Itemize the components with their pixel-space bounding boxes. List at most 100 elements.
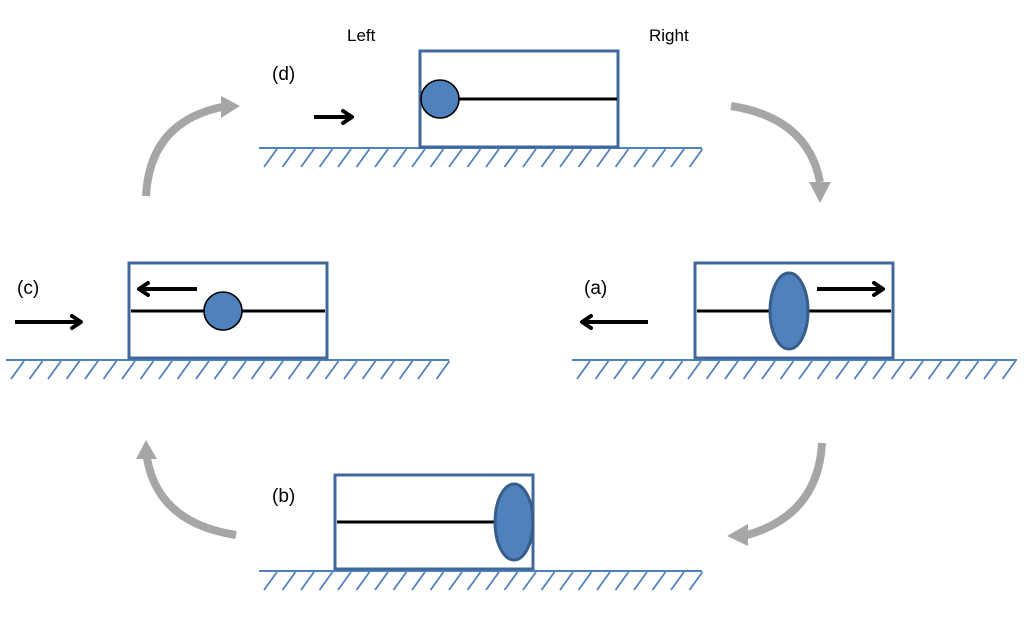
ground-a [572,359,1017,380]
ground-hatch-mark [250,360,266,380]
ground-hatch-mark [176,360,192,380]
ground-hatch-mark [522,571,537,591]
ground-hatch-mark [559,148,574,168]
box-motion-arrow-right-c [15,314,83,330]
ground-hatch-mark [522,148,537,168]
ground-hatch-mark [670,148,685,168]
ground-hatch-mark [503,148,519,168]
mass-circle-d [420,79,460,119]
ground-hatch-mark [835,360,850,380]
ground-hatch-mark [909,360,924,380]
ground-hatch-mark [269,360,284,380]
mass-motion-arrow-right-a [817,281,885,297]
box-motion-arrow-left-a [580,314,648,330]
cycle-arrow-c-to-d [142,96,240,197]
ground-hatch-mark [964,360,980,380]
ground-hatch-mark [337,571,352,591]
ground-hatch-mark [232,360,247,380]
ground-hatch-mark [724,360,739,380]
ground-hatch-mark [281,148,297,168]
ground-c [6,359,451,380]
ground-hatch-mark [853,360,869,380]
ground-hatch-mark [705,360,721,380]
ground-hatch-mark [688,571,704,591]
mass-ellipse-a [768,271,810,351]
ground-hatch-mark [614,148,630,168]
ground-hatch-mark [816,360,832,380]
ground-hatch-mark [28,360,44,380]
ground-hatch-mark [263,571,278,591]
cycle-arrow-a-to-b [727,442,826,546]
ground-hatch-mark [429,571,445,591]
ground-hatch-mark [503,571,519,591]
ground-hatch-mark [651,148,667,168]
side-label-right: Right [649,26,689,45]
ground-hatch-mark [281,571,297,591]
ground-hatch-mark [324,360,340,380]
ground-hatch-mark [306,360,321,380]
ground-hatch-mark [392,571,408,591]
ground-hatch-mark [195,360,210,380]
ground-hatch-mark [374,148,389,168]
stage-b: (b) [259,473,704,591]
ground-hatch-mark [779,360,795,380]
ground-hatch-mark [576,360,591,380]
mass-circle-c [203,291,243,331]
ground-hatch-mark [577,148,593,168]
stage-label-d: (d) [272,64,295,85]
ground-hatch-mark [872,360,887,380]
ground-hatch-mark [361,360,377,380]
ground-hatch-mark [485,148,500,168]
ground-hatch-mark [392,148,408,168]
stage-d: (d) [259,49,704,168]
ground-hatch-mark [121,360,136,380]
ground-hatch-mark [466,148,482,168]
ground-hatch-mark [300,571,315,591]
ground-hatch-mark [287,360,303,380]
ground-hatch-mark [633,148,648,168]
ground-hatch-mark [355,571,371,591]
ground-hatch-mark [688,148,704,168]
stage-a: (a) [572,261,1017,380]
mass-motion-arrow-left-c [137,281,197,297]
ground-hatch-mark [263,148,278,168]
ground-hatch-mark [158,360,173,380]
ground-hatch-mark [668,360,684,380]
ground-hatch-mark [139,360,155,380]
ground-hatch-mark [485,571,500,591]
ground-hatch-mark [337,148,352,168]
ground-hatch-mark [946,360,961,380]
ground-hatch-mark [318,148,334,168]
stage-label-b: (b) [272,486,295,507]
ground-hatch-mark [411,571,426,591]
ground-hatch-mark [633,571,648,591]
side-label-left: Left [347,26,376,45]
stage-c: (c) [6,261,451,380]
ground-hatch-mark [417,360,432,380]
ground-hatch-mark [742,360,758,380]
ground-hatch-mark [540,571,556,591]
ground-hatch-mark [429,148,445,168]
ground-hatch-mark [300,148,315,168]
ground-d [259,147,704,168]
ground-hatch-mark [380,360,395,380]
ground-hatch-mark [559,571,574,591]
ground-hatch-mark [343,360,358,380]
ground-hatch-mark [927,360,943,380]
ground-hatch-mark [798,360,813,380]
ground-hatch-mark [213,360,229,380]
ground-hatch-mark [761,360,776,380]
ground-hatch-mark [651,571,667,591]
ground-hatch-mark [411,148,426,168]
mass-ellipse-b [493,482,535,562]
ground-hatch-mark [47,360,62,380]
box-motion-arrow-right-d [314,109,354,125]
ground-hatch-mark [10,360,25,380]
ground-b [259,570,704,591]
cycle-arrow-d-to-a [730,102,831,203]
ground-hatch-mark [355,148,371,168]
ground-hatch-mark [102,360,118,380]
ground-hatch-mark [670,571,685,591]
ground-hatch-mark [687,360,702,380]
